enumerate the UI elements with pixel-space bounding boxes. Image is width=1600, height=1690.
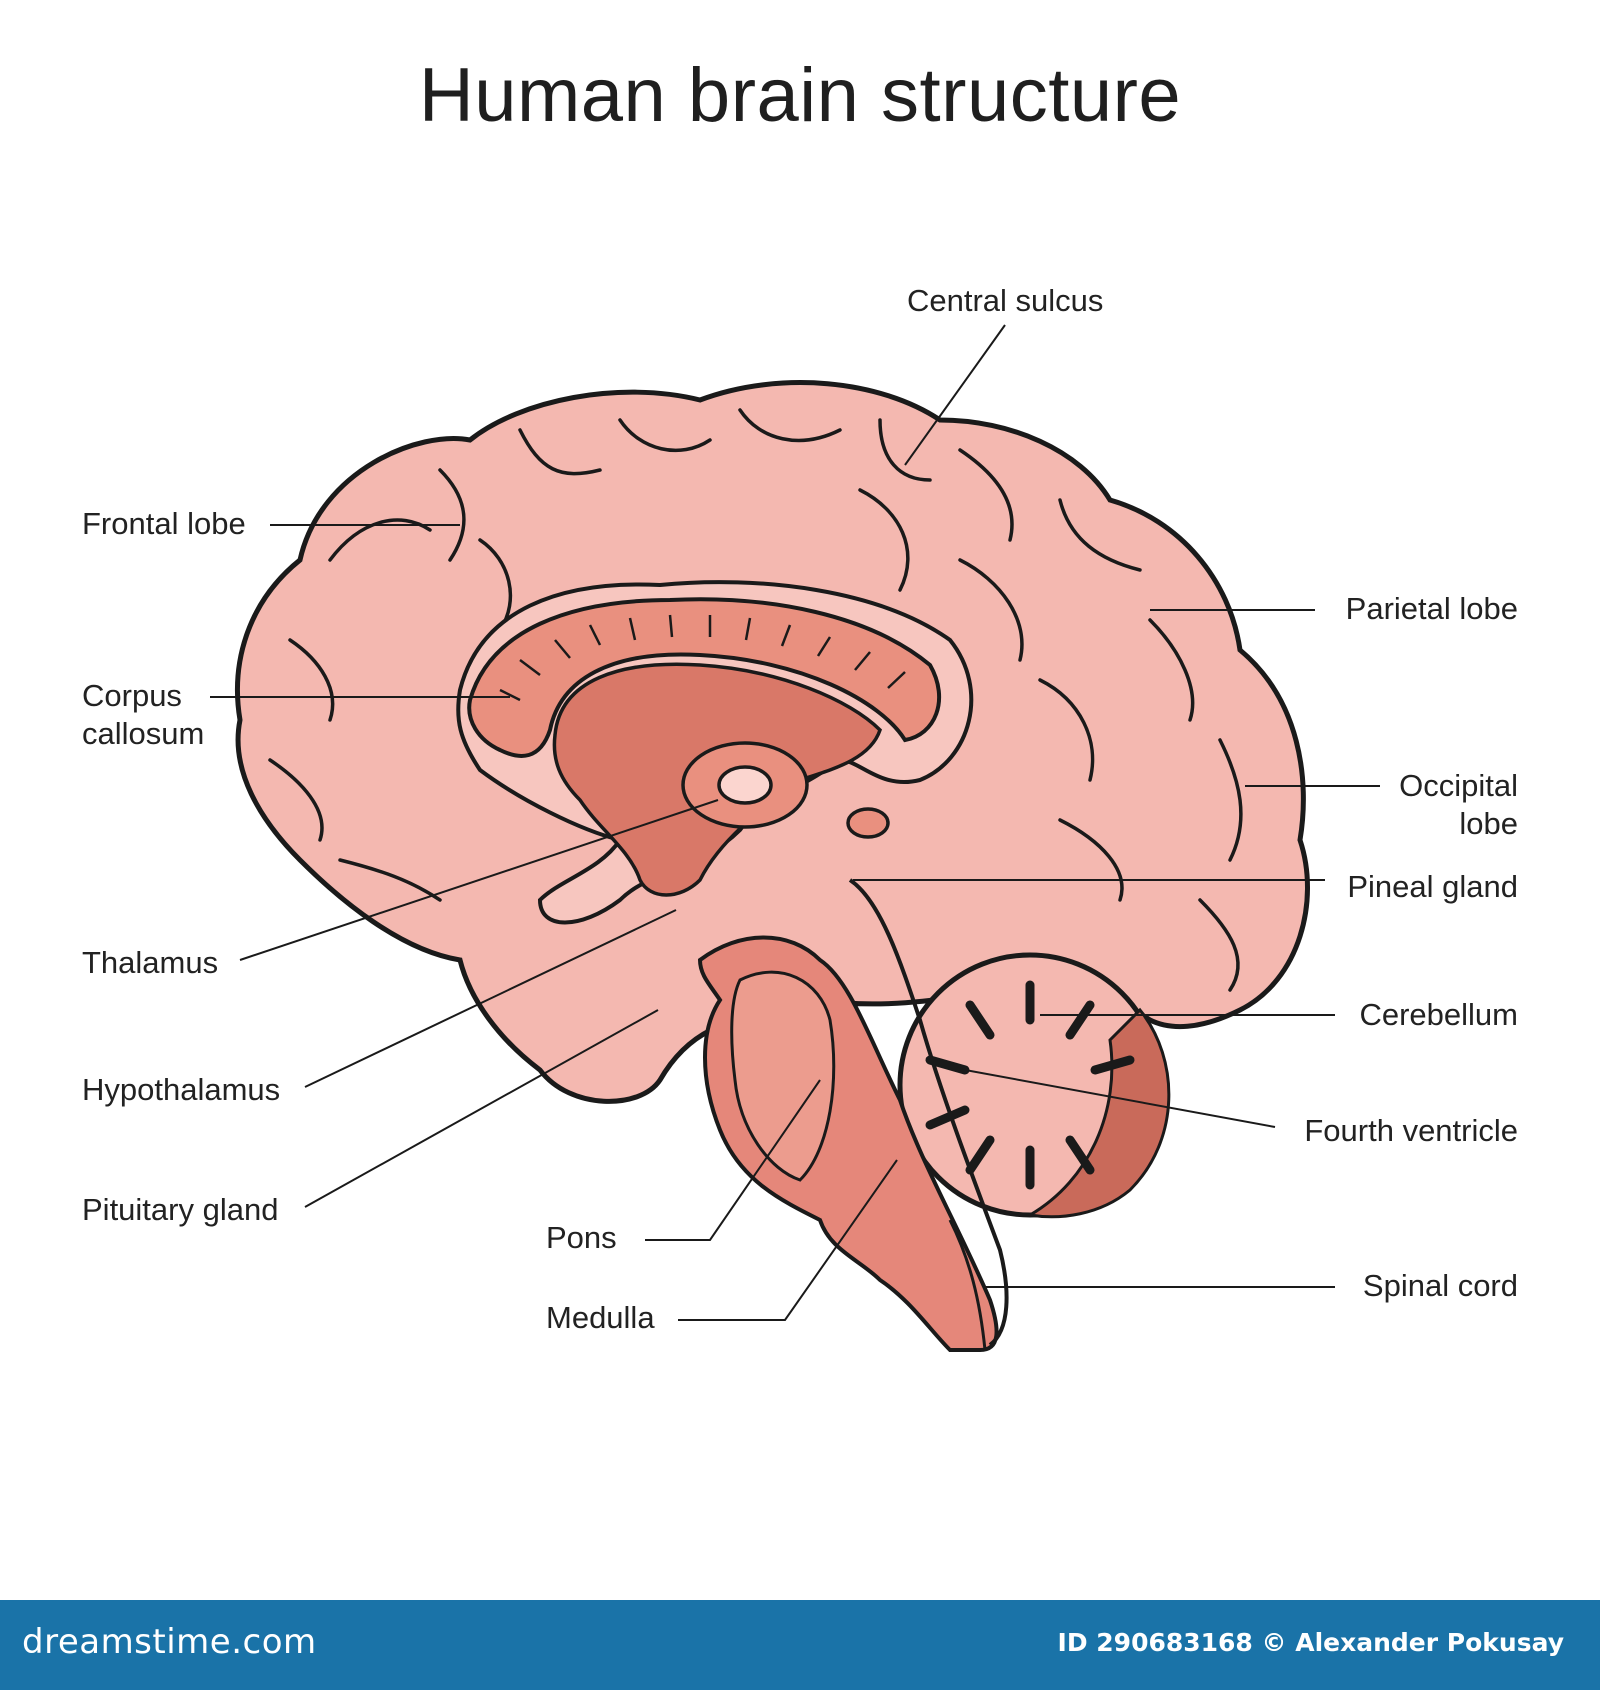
thalamus-core bbox=[717, 765, 773, 805]
label-occipital-lobe-line1: Occipital bbox=[1399, 768, 1518, 803]
corpus-callosum bbox=[467, 597, 941, 758]
label-corpus-callosum-line2: callosum bbox=[82, 716, 205, 751]
footer-brand[interactable]: dreamstime.com bbox=[22, 1622, 317, 1662]
corpus-callosum-fibers bbox=[499, 614, 906, 702]
leader-thalamus bbox=[239, 799, 719, 961]
label-pons: Pons bbox=[546, 1220, 617, 1255]
label-corpus-callosum-line1: Corpus bbox=[82, 678, 182, 713]
footer-credit: ID 290683168 © Alexander Pokusay bbox=[1057, 1628, 1564, 1657]
footer-bar: dreamstime.com ID 290683168 © Alexander … bbox=[0, 1600, 1600, 1690]
label-fourth-ventricle: Fourth ventricle bbox=[1304, 1113, 1518, 1148]
leader-medulla bbox=[678, 1159, 898, 1321]
label-occipital-lobe: Occipital lobe bbox=[1399, 767, 1518, 843]
spinal-cord bbox=[948, 1219, 987, 1351]
leader-hypothalamus bbox=[304, 909, 677, 1088]
diagram-title: Human brain structure bbox=[418, 53, 1182, 138]
label-spinal-cord: Spinal cord bbox=[1362, 1268, 1518, 1303]
leader-fourth-ventricle bbox=[937, 1064, 1276, 1128]
leader-pituitary-gland bbox=[304, 1009, 659, 1208]
leader-central-sulcus bbox=[904, 324, 1006, 466]
label-parietal-lobe: Parietal lobe bbox=[1345, 591, 1518, 626]
leader-lines bbox=[210, 324, 1380, 1321]
label-cerebellum: Cerebellum bbox=[1359, 997, 1518, 1032]
label-corpus-callosum: Corpus callosum bbox=[82, 677, 204, 753]
label-frontal-lobe: Frontal lobe bbox=[82, 506, 246, 541]
medulla bbox=[848, 878, 1009, 1347]
label-hypothalamus: Hypothalamus bbox=[82, 1072, 281, 1107]
pons bbox=[730, 970, 836, 1182]
label-occipital-lobe-line2: lobe bbox=[1459, 806, 1518, 841]
label-pituitary-gland: Pituitary gland bbox=[82, 1192, 279, 1227]
label-pineal-gland: Pineal gland bbox=[1347, 869, 1518, 904]
pineal-gland bbox=[846, 807, 890, 839]
label-central-sulcus: Central sulcus bbox=[907, 283, 1104, 318]
label-thalamus: Thalamus bbox=[82, 945, 219, 980]
gyri bbox=[268, 408, 1243, 992]
leader-pons bbox=[645, 1079, 821, 1241]
label-medulla: Medulla bbox=[546, 1300, 655, 1335]
